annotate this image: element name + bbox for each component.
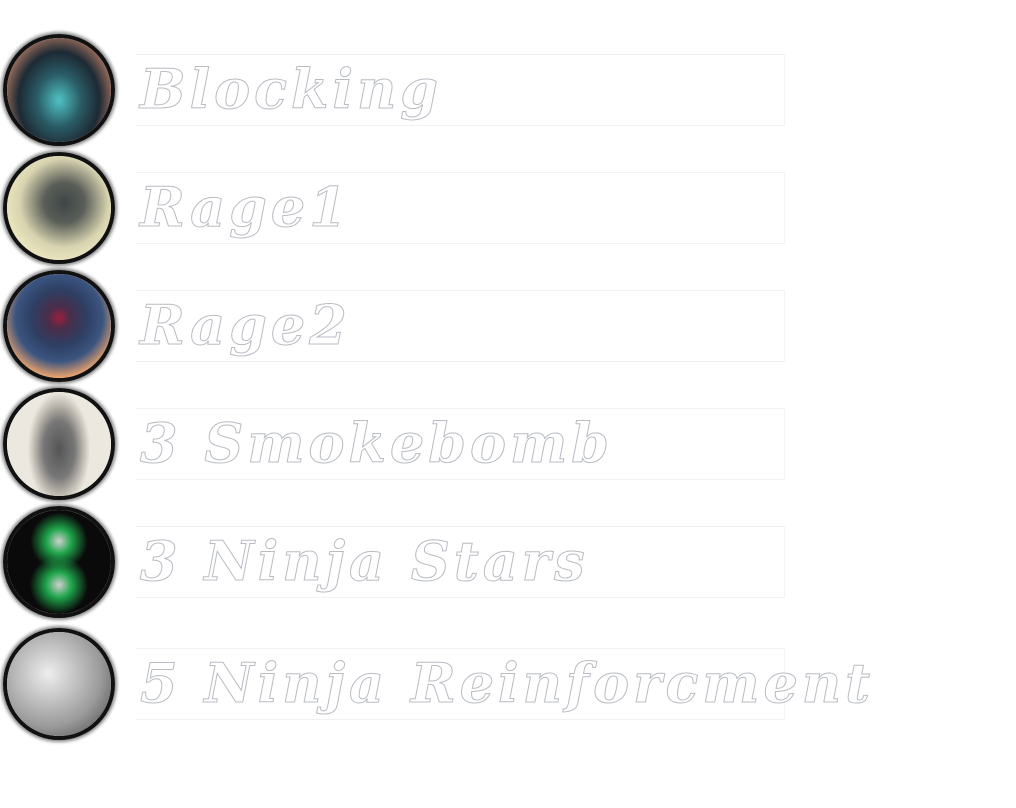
label-box bbox=[136, 408, 785, 480]
ability-row-blocking[interactable]: Blocking bbox=[0, 32, 800, 146]
ability-label: 3 Smokebomb bbox=[140, 411, 613, 476]
ability-row-smokebomb[interactable]: 3 Smokebomb bbox=[0, 386, 800, 500]
hooded-shield-icon bbox=[3, 34, 115, 146]
ability-row-ninja-stars[interactable]: 3 Ninja Stars bbox=[0, 504, 800, 618]
ninja-star-icon bbox=[3, 506, 115, 618]
ability-label: 3 Ninja Stars bbox=[140, 529, 589, 594]
label-box bbox=[136, 54, 785, 126]
ability-row-rage2[interactable]: Rage2 bbox=[0, 268, 800, 382]
label-box bbox=[136, 648, 785, 720]
ninja-group-icon bbox=[3, 628, 115, 740]
ninja-kick-icon bbox=[3, 152, 115, 264]
red-eyed-ninja-icon bbox=[3, 270, 115, 382]
ability-row-ninja-reinforcment[interactable]: 5 Ninja Reinforcment bbox=[0, 626, 871, 740]
ability-label: Rage2 bbox=[140, 293, 351, 358]
smoke-ninja-icon bbox=[3, 388, 115, 500]
label-box bbox=[136, 290, 785, 362]
ability-label: 5 Ninja Reinforcment bbox=[139, 651, 875, 716]
label-box bbox=[136, 526, 785, 598]
ability-label: Blocking bbox=[140, 57, 442, 122]
label-box bbox=[136, 172, 785, 244]
ability-row-rage1[interactable]: Rage1 bbox=[0, 150, 800, 264]
ability-label: Rage1 bbox=[140, 175, 351, 240]
